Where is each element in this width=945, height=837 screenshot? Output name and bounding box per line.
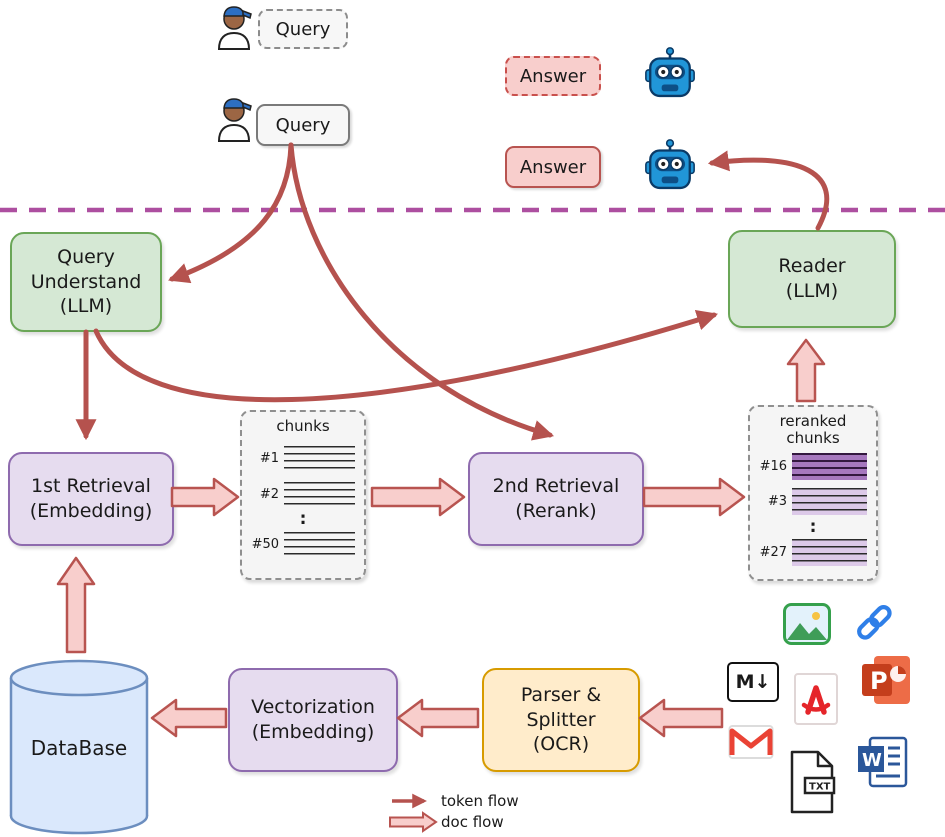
answer-box: Answer [505, 146, 601, 188]
chunk-text-lines [792, 539, 867, 566]
gmail-icon [727, 722, 775, 762]
reader-node: Reader (LLM) [728, 230, 896, 328]
token-arrow-query-to-rerank [288, 142, 555, 441]
answer-label: Answer [519, 156, 587, 178]
pdf-file-icon [793, 672, 839, 726]
hyperlink-icon [853, 600, 895, 644]
powerpoint-letter: P [870, 667, 888, 695]
chunk-label: #2 [259, 486, 279, 502]
chunk-item: #2 [251, 481, 355, 507]
chunk-text-lines [792, 453, 867, 480]
chunk-label: #16 [759, 459, 787, 474]
doc-arrow-parser-to-vectorization [396, 698, 480, 738]
powerpoint-file-icon: P [860, 652, 912, 708]
txt-label: TXT [809, 782, 831, 793]
query-understand-node: Query Understand (LLM) [10, 232, 162, 332]
ellipsis: : [809, 517, 817, 537]
doc-arrow-vectorization-to-database [150, 698, 228, 738]
first-retrieval-node: 1st Retrieval (Embedding) [8, 452, 174, 546]
word-file-icon: W [856, 736, 908, 788]
user-icon [213, 94, 255, 142]
image-file-icon [783, 603, 831, 645]
ellipsis: : [299, 508, 307, 529]
user-icon [213, 2, 255, 50]
robot-icon [645, 138, 695, 190]
doc-arrow-retrieval-to-chunks [170, 477, 240, 517]
database-cylinder: DataBase [8, 658, 150, 836]
chunk-label: #27 [759, 545, 787, 560]
chunks-title: chunks [276, 417, 330, 435]
token-arrow-reader-to-answer [707, 150, 830, 231]
chunk-label: #50 [251, 536, 279, 552]
query-draft-box: Query [258, 9, 348, 49]
doc-arrow-chunks-to-rerank [370, 477, 466, 517]
robot-icon [645, 46, 695, 98]
chunk-text-lines [284, 531, 355, 557]
chunk-text-lines [284, 445, 355, 471]
reranked-chunks-title: reranked chunks [779, 412, 847, 447]
query-box: Query [256, 104, 350, 146]
chunk-label: #3 [767, 494, 787, 509]
markdown-file-icon: M↓ [727, 662, 779, 702]
parser-splitter-node: Parser & Splitter (OCR) [482, 668, 640, 772]
query-label: Query [275, 114, 331, 136]
chunk-item: #50 [251, 531, 355, 557]
chunk-item: #27 [759, 539, 867, 566]
doc-arrow-database-to-retrieval [56, 556, 96, 654]
reranked-chunks-box: reranked chunks #16 #3 : #27 [748, 405, 878, 581]
chunk-text-lines [792, 488, 867, 515]
word-letter: W [862, 750, 882, 771]
query-draft-label: Query [275, 18, 331, 40]
chunk-text-lines [284, 481, 355, 507]
markdown-label: M↓ [735, 671, 771, 693]
chunk-item: #16 [759, 453, 867, 480]
doc-arrow-rerank-to-reranked [642, 477, 746, 517]
doc-arrow-files-to-parser [638, 698, 724, 738]
second-retrieval-node: 2nd Retrieval (Rerank) [468, 452, 644, 546]
legend-doc-flow-label: doc flow [441, 813, 504, 831]
doc-arrow-reranked-to-reader [786, 338, 826, 403]
token-arrow-understand-to-reader [93, 309, 719, 403]
token-arrow-query-to-understand [168, 142, 294, 284]
chunks-box: chunks #1 #2 : #50 [240, 410, 366, 580]
answer-draft-box: Answer [505, 56, 601, 96]
chunk-item: #1 [251, 445, 355, 471]
legend-doc-arrow [389, 811, 438, 833]
vectorization-node: Vectorization (Embedding) [228, 668, 398, 772]
chunk-item: #3 [759, 488, 867, 515]
chunk-label: #1 [259, 450, 279, 466]
txt-file-icon: TXT [788, 750, 836, 814]
answer-draft-label: Answer [519, 65, 587, 87]
database-label: DataBase [30, 736, 128, 760]
legend-token-flow-label: token flow [441, 792, 519, 810]
